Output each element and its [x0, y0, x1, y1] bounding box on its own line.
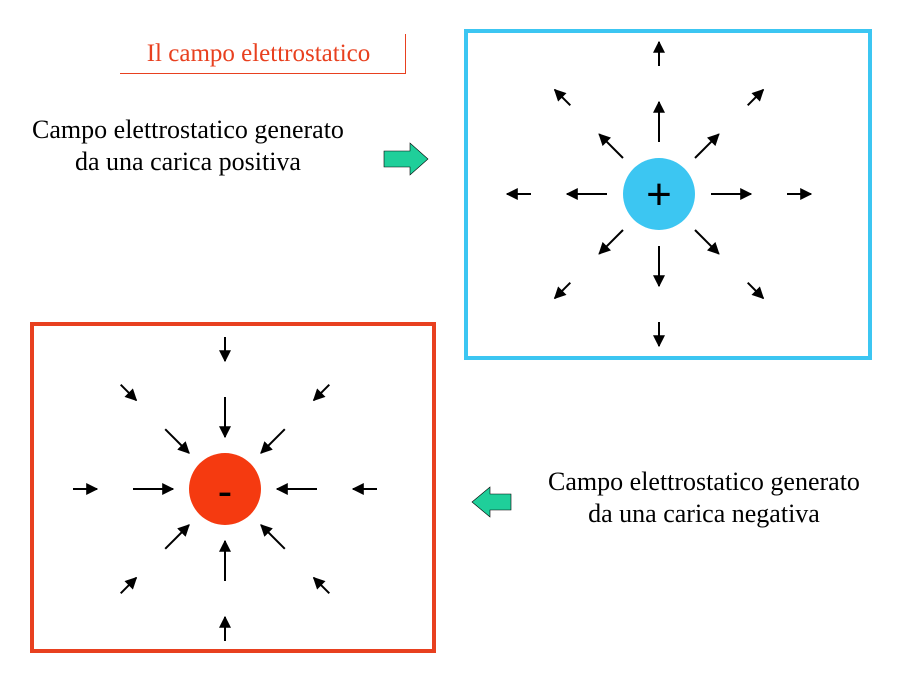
field-arrow-icon	[164, 524, 190, 550]
field-arrow-icon	[312, 576, 331, 595]
field-arrow-icon	[164, 428, 190, 454]
negative-charge-circle	[189, 453, 261, 525]
negative-field-arrows	[73, 337, 377, 641]
pointer-arrow-left-icon	[471, 486, 512, 518]
negative-field-frame	[30, 322, 436, 653]
positive-field-frame	[464, 29, 872, 360]
field-arrow-icon	[260, 428, 286, 454]
field-arrow-icon	[598, 229, 624, 255]
positive-charge-sign: +	[646, 170, 672, 219]
field-arrow-icon	[312, 383, 331, 402]
positive-caption-line-2: da una carica positiva	[75, 147, 301, 176]
field-arrow-icon	[694, 229, 720, 255]
page-title: Il campo elettrostatico	[120, 34, 406, 74]
positive-charge-caption: Campo elettrostatico generato da una car…	[0, 114, 376, 178]
positive-field-arrows	[505, 40, 813, 348]
field-arrow-icon	[694, 133, 720, 159]
field-arrow-icon	[119, 576, 138, 595]
positive-caption-line-1: Campo elettrostatico generato	[32, 115, 344, 144]
negative-charge-caption: Campo elettrostatico generato da una car…	[518, 466, 890, 530]
negative-caption-line-2: da una carica negativa	[588, 499, 820, 528]
field-arrow-icon	[260, 524, 286, 550]
field-arrow-icon	[746, 88, 765, 107]
field-arrow-icon	[553, 88, 572, 107]
negative-charge-sign: -	[218, 467, 233, 516]
field-arrow-icon	[119, 383, 138, 402]
positive-charge-circle	[623, 158, 695, 230]
field-arrow-icon	[746, 281, 765, 300]
field-arrow-icon	[598, 133, 624, 159]
negative-caption-line-1: Campo elettrostatico generato	[548, 467, 860, 496]
field-arrow-icon	[553, 281, 572, 300]
pointer-arrow-right-icon	[383, 142, 429, 176]
